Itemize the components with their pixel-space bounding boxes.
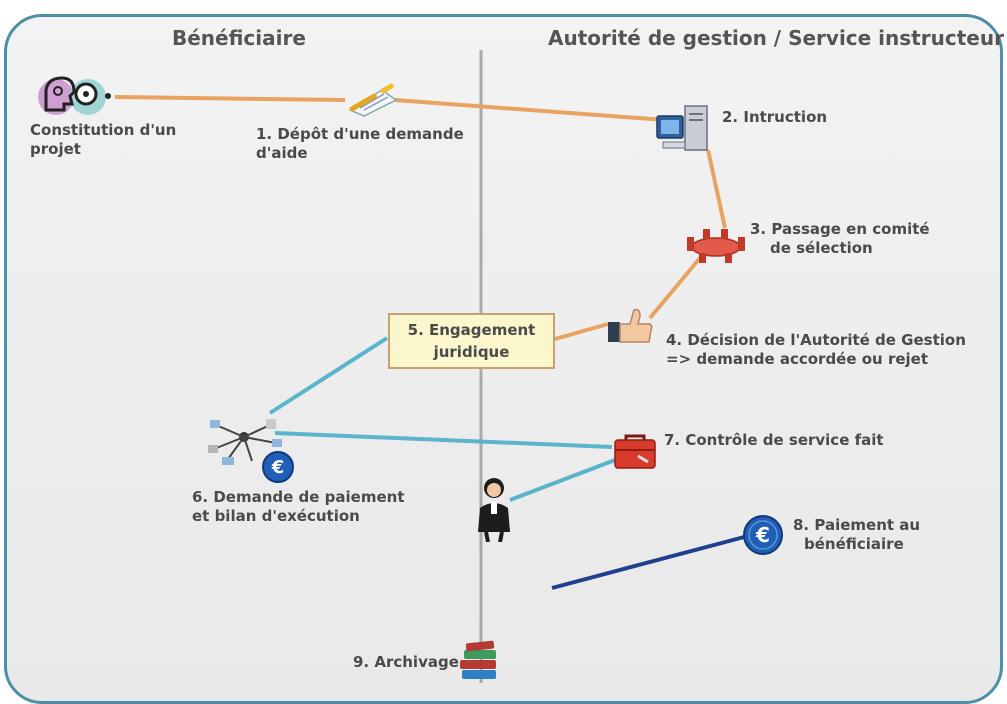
link-payment-request-to-control — [274, 431, 613, 449]
label-step8-line2: bénéficiaire — [804, 535, 904, 553]
label-step6: 6. Demande de paiement et bilan d'exécut… — [192, 488, 405, 526]
label-step4-line1: 4. Décision de l'Autorité de Gestion — [666, 331, 966, 349]
link-engagement-to-payment-request — [268, 336, 389, 415]
label-step6-line1: 6. Demande de paiement — [192, 488, 405, 506]
label-step7: 7. Contrôle de service fait — [664, 431, 884, 449]
link-decision-to-engagement — [554, 322, 609, 341]
link-instruction-to-committee — [706, 149, 727, 229]
label-step2: 2. Intruction — [722, 108, 828, 126]
thumbs-up-icon — [608, 308, 653, 343]
label-step6-line2: et bilan d'exécution — [192, 507, 360, 525]
head-gears-icon — [38, 76, 111, 115]
svg-text:€: € — [755, 523, 770, 547]
label-step5-line1: 5. Engagement — [407, 321, 536, 339]
label-step3-line1: 3. Passage en comité — [750, 220, 930, 238]
label-step8-line1: 8. Paiement au — [793, 516, 921, 534]
link-control-to-visit — [509, 458, 616, 502]
label-step5-line2: juridique — [433, 343, 510, 361]
column-header-authority: Autorité de gestion / Service instructeu… — [548, 26, 1004, 50]
label-step1-line1: 1. Dépôt d'une demande — [256, 125, 464, 143]
book-stack-icon — [460, 640, 496, 679]
label-step8: 8. Paiement au bénéficiaire — [793, 516, 920, 554]
computer-icon — [656, 105, 708, 151]
label-step9: 9. Archivage — [353, 653, 459, 671]
label-step4: 4. Décision de l'Autorité de Gestion => … — [666, 331, 966, 369]
link-project-to-deposit — [114, 95, 346, 102]
label-project: Constitution d'un projet — [30, 121, 176, 159]
svg-text:€: € — [271, 457, 285, 478]
label-project-line1: Constitution d'un — [30, 121, 177, 139]
label-step4-line2: => demande accordée ou rejet — [666, 350, 929, 368]
label-project-line2: projet — [30, 140, 81, 158]
engagement-box: 5. Engagement juridique — [388, 313, 555, 369]
label-step3: 3. Passage en comité de sélection — [750, 220, 930, 258]
link-deposit-to-instruction — [394, 98, 666, 122]
red-toolbox-icon — [614, 434, 656, 469]
label-step3-line2: de sélection — [770, 239, 873, 257]
network-euro-icon: € — [208, 419, 294, 483]
link-committee-to-decision — [648, 256, 702, 320]
euro-coin-icon: € — [743, 515, 783, 555]
label-step1: 1. Dépôt d'une demande d'aide — [256, 125, 464, 163]
label-step1-line2: d'aide — [256, 144, 308, 162]
link-visit-to-payment — [551, 534, 749, 590]
document-pen-icon — [348, 83, 398, 117]
column-header-beneficiary: Bénéficiaire — [172, 26, 306, 50]
meeting-table-icon — [687, 229, 745, 263]
businesswoman-icon — [478, 478, 510, 542]
